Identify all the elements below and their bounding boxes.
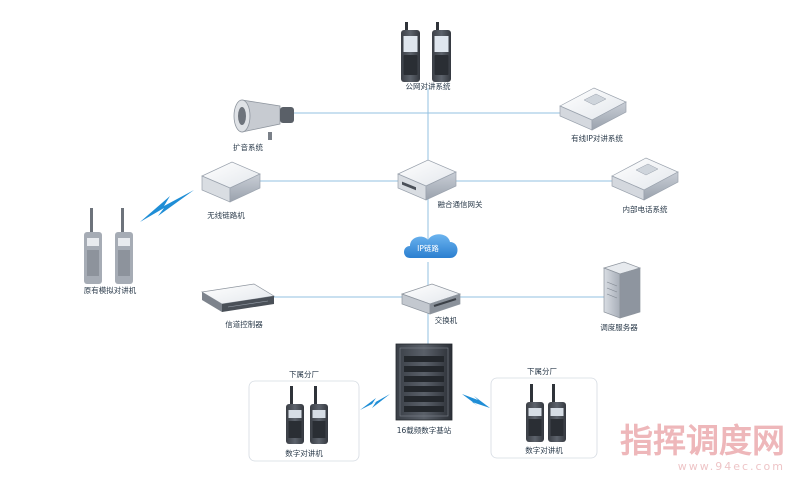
sub-factory-left-box bbox=[248, 380, 360, 462]
label-sub-factory-left: 下属分厂 bbox=[289, 370, 319, 379]
label-sub-factory-right: 下属分厂 bbox=[527, 367, 557, 376]
analog-radios bbox=[84, 208, 133, 284]
watermark-url: www.94ec.com bbox=[678, 460, 785, 473]
speaker-horn-icon bbox=[233, 99, 294, 140]
label-wired-ip-intercom: 有线IP对讲系统 bbox=[571, 133, 623, 143]
sub-factory-right-box bbox=[490, 377, 598, 459]
fusion-gateway-device bbox=[397, 159, 457, 201]
digital-radios-left bbox=[286, 386, 328, 444]
cloud-icon bbox=[404, 234, 458, 258]
base-station-rack bbox=[395, 343, 453, 421]
label-switch: 交换机 bbox=[435, 315, 458, 325]
label-dispatch-server: 调度服务器 bbox=[600, 322, 638, 332]
label-channel-controller: 信道控制器 bbox=[225, 319, 263, 329]
digital-radios-right bbox=[526, 384, 566, 442]
wireless-link-device bbox=[201, 161, 261, 203]
public-network-phones bbox=[401, 22, 451, 82]
wired-ip-intercom-device bbox=[559, 87, 627, 131]
label-public-network-intercom: 公网对讲系统 bbox=[406, 81, 451, 91]
label-analog-radios: 原有模拟对讲机 bbox=[84, 285, 137, 295]
bolt-left-icon bbox=[360, 394, 390, 410]
dispatch-server-device bbox=[602, 261, 642, 319]
label-digital-radio-right: 数字对讲机 bbox=[525, 445, 563, 455]
label-digital-radio-left: 数字对讲机 bbox=[285, 448, 323, 458]
label-ip-link: IP链路 bbox=[417, 243, 439, 253]
label-pa-system: 扩音系统 bbox=[233, 142, 263, 152]
wireless-bolt-icon bbox=[140, 190, 194, 222]
watermark-title: 指挥调度网 bbox=[620, 421, 785, 460]
label-fusion-gateway: 融合通信网关 bbox=[438, 199, 483, 209]
bolt-right-icon bbox=[462, 394, 490, 408]
switch-device bbox=[400, 283, 462, 315]
internal-phone-device bbox=[611, 157, 679, 201]
channel-controller-device bbox=[200, 283, 276, 312]
label-internal-phone: 内部电话系统 bbox=[623, 204, 668, 214]
label-base-station: 16载频数字基站 bbox=[397, 425, 452, 435]
label-wireless-link: 无线链路机 bbox=[207, 210, 245, 220]
